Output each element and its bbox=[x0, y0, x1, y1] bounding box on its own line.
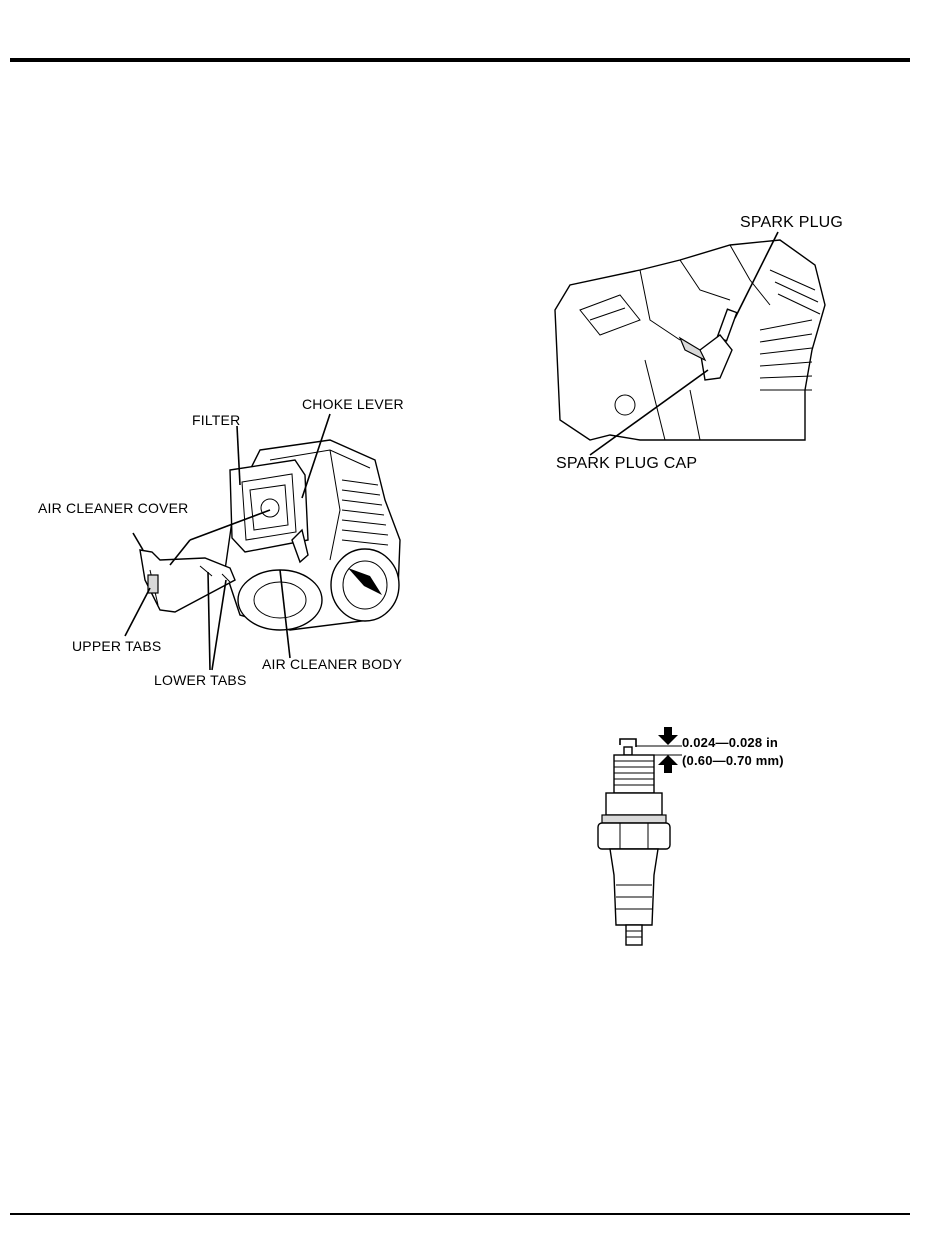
gap-inches-label: 0.024—0.028 in bbox=[682, 735, 778, 750]
spark-plug-gap-illustration: 0.024—0.028 in (0.60—0.70 mm) bbox=[590, 725, 810, 955]
lower-tabs-label: LOWER TABS bbox=[154, 672, 247, 688]
choke-lever-label: CHOKE LEVER bbox=[302, 396, 404, 412]
air-cleaner-illustration: FILTER CHOKE LEVER AIR CLEANER COVER UPP… bbox=[30, 390, 430, 700]
spark-plug-illustration: SPARK PLUG SPARK PLUG CAP bbox=[550, 210, 850, 485]
header-rule bbox=[10, 58, 910, 62]
spark-plug-drawing bbox=[550, 210, 850, 485]
footer-rule bbox=[10, 1213, 910, 1215]
upper-tabs-label: UPPER TABS bbox=[72, 638, 161, 654]
air-cleaner-cover-label: AIR CLEANER COVER bbox=[38, 500, 188, 516]
gap-mm-label: (0.60—0.70 mm) bbox=[682, 753, 784, 768]
filter-label: FILTER bbox=[192, 412, 240, 428]
spark-plug-label: SPARK PLUG bbox=[740, 214, 843, 232]
air-cleaner-body-label: AIR CLEANER BODY bbox=[262, 656, 402, 672]
spark-plug-cap-label: SPARK PLUG CAP bbox=[556, 455, 697, 473]
